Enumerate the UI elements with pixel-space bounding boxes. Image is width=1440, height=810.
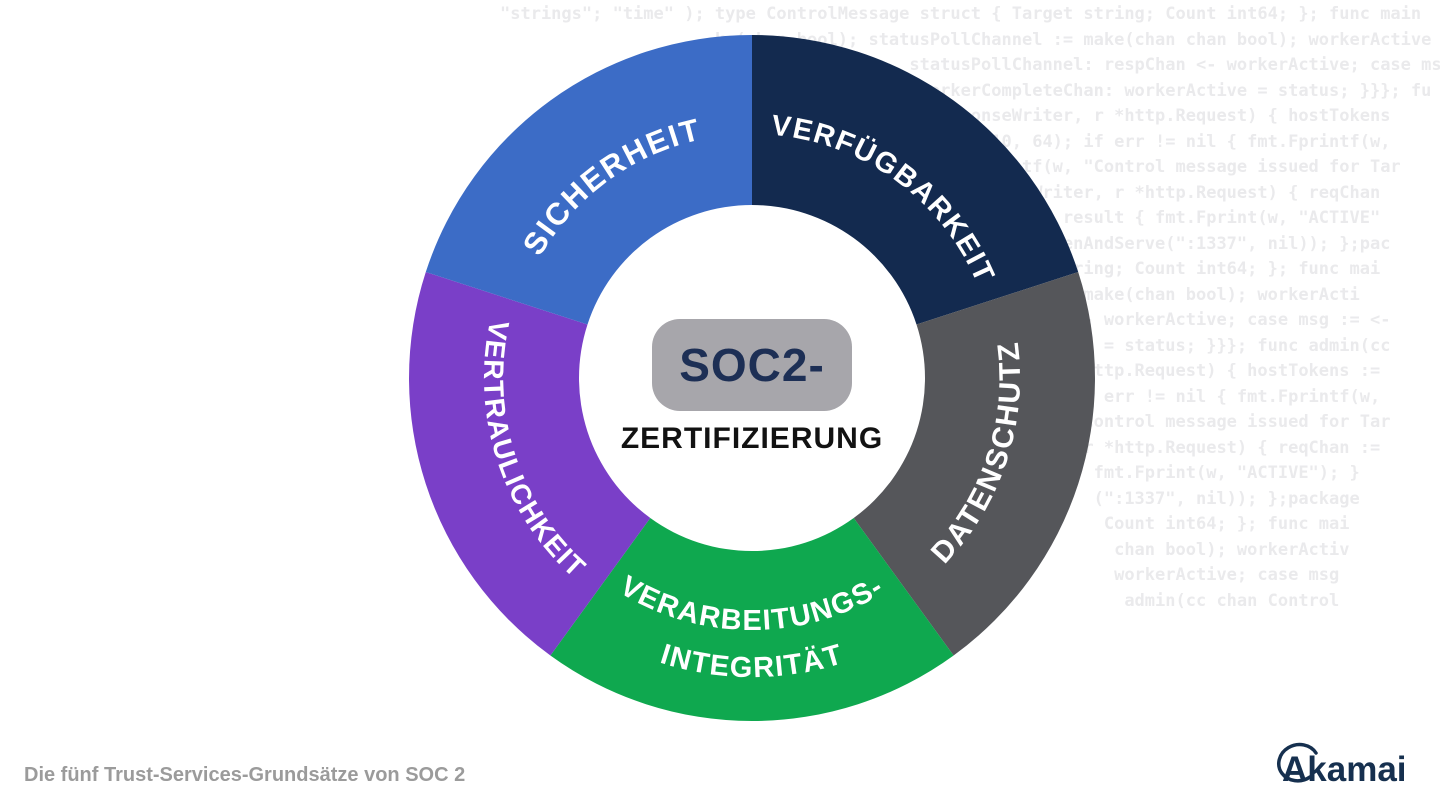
background-code: "strings"; "time" ); type ControlMessage… bbox=[500, 4, 1440, 611]
segment-vertraulichkeit bbox=[409, 272, 651, 656]
akamai-swoosh-icon bbox=[1277, 742, 1318, 783]
caption: Die fünf Trust-Services-Grundsätze von S… bbox=[24, 764, 466, 786]
center-subtitle: ZERTIFIZIERUNG bbox=[620, 422, 884, 455]
donut-chart: SICHERHEIT VERFÜGBARKEIT DATENSCHUTZ VER… bbox=[409, 35, 1095, 721]
segment-datenschutz bbox=[853, 272, 1095, 656]
segment-verfuegbarkeit bbox=[752, 35, 1079, 325]
segment-sicherheit bbox=[425, 35, 752, 325]
center-badge: SOC2- bbox=[652, 319, 852, 411]
center-badge-label: SOC2- bbox=[679, 339, 825, 391]
akamai-wordmark: Akamai bbox=[1282, 750, 1407, 789]
akamai-logo: Akamai bbox=[1270, 737, 1422, 796]
segment-verarbeitungsintegritaet bbox=[550, 518, 954, 721]
